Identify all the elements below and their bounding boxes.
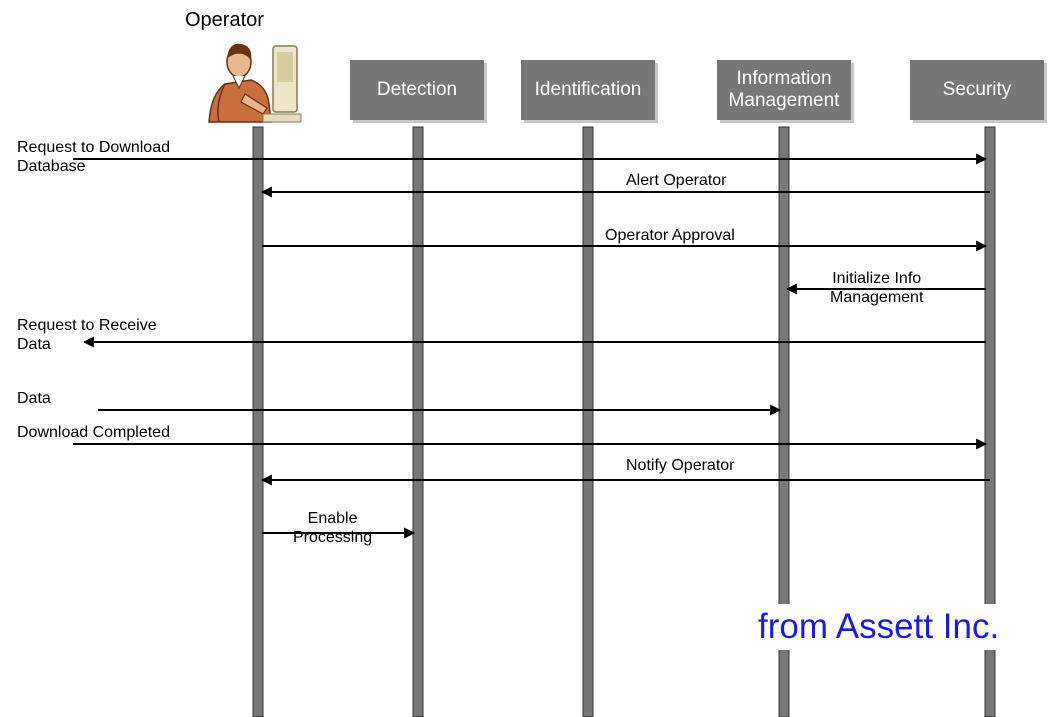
- participant-detection: Detection: [350, 60, 484, 120]
- operator-at-computer-icon: [208, 43, 302, 123]
- lifeline-detection: [412, 126, 424, 717]
- message-download-completed-label: Download Completed: [17, 424, 170, 441]
- message-request-download-label: Request to Download Database: [17, 139, 170, 175]
- participant-information-management: Information Management: [717, 60, 851, 120]
- message-operator-approval-label: Operator Approval: [605, 227, 735, 244]
- lifeline-security: [984, 126, 996, 717]
- participant-security: Security: [910, 60, 1044, 120]
- message-request-receive-label: Request to Receive Data: [17, 317, 157, 353]
- message-notify-operator-label: Notify Operator: [626, 457, 735, 474]
- lifeline-operator: [252, 126, 264, 717]
- message-initialize-info-label: Initialize Info Management: [830, 270, 924, 306]
- message-enable-processing-label: Enable Processing: [293, 510, 373, 546]
- lifeline-information-management: [778, 126, 790, 717]
- lifeline-identification: [582, 126, 594, 717]
- operator-label: Operator: [185, 9, 264, 31]
- participant-identification: Identification: [521, 60, 655, 120]
- source-credit: from Assett Inc.: [752, 604, 1006, 650]
- message-alert-operator-label: Alert Operator: [626, 172, 727, 189]
- message-data-label: Data: [17, 390, 51, 407]
